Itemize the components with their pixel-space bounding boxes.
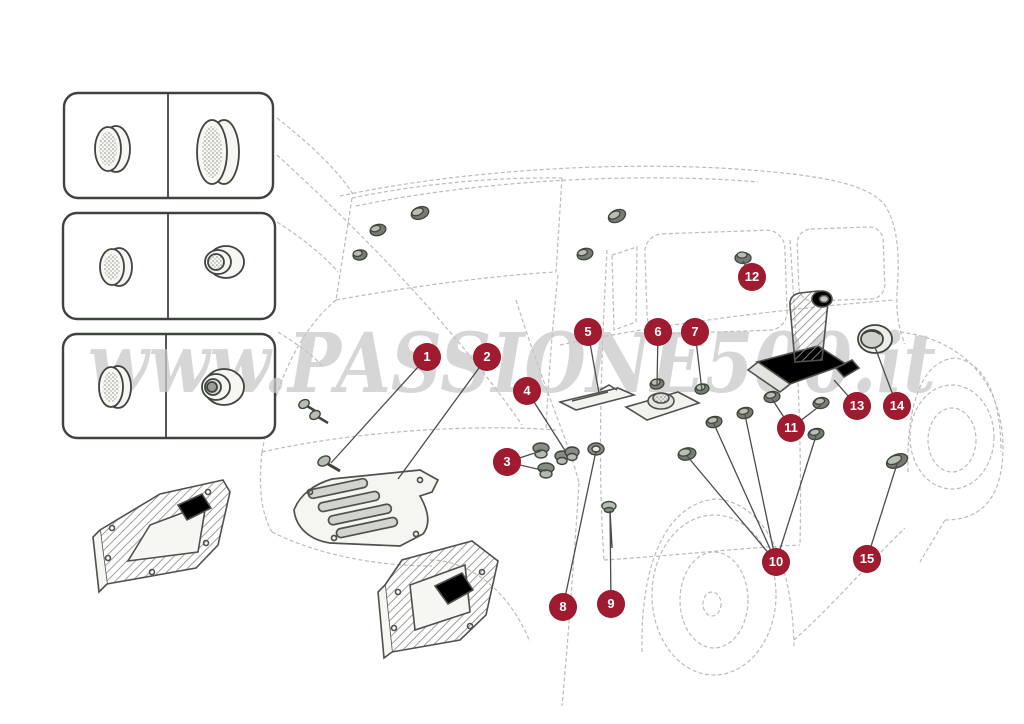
pedal-assembly xyxy=(746,290,861,393)
leader-line-12 xyxy=(742,260,753,278)
body-plugs xyxy=(352,205,909,469)
inner-side-panel-left xyxy=(92,479,231,594)
panel-plug-drawings xyxy=(94,119,245,409)
inner-side-panel-right xyxy=(377,540,499,660)
leader-line-1 xyxy=(330,356,428,464)
leader-line-2 xyxy=(397,356,488,480)
leader-line-10 xyxy=(744,414,777,563)
leader-line-10 xyxy=(775,435,817,563)
footboard-plate xyxy=(293,469,440,547)
leader-line-9 xyxy=(609,511,612,605)
grommet-14 xyxy=(857,324,893,354)
leader-line-8 xyxy=(562,450,597,608)
rubber-buffers xyxy=(532,442,605,479)
leader-line-15 xyxy=(866,463,898,560)
leader-line-10 xyxy=(713,423,777,563)
car-body-sketch xyxy=(259,117,1004,707)
leader-line-10 xyxy=(686,455,777,563)
boss-plate xyxy=(624,391,702,421)
